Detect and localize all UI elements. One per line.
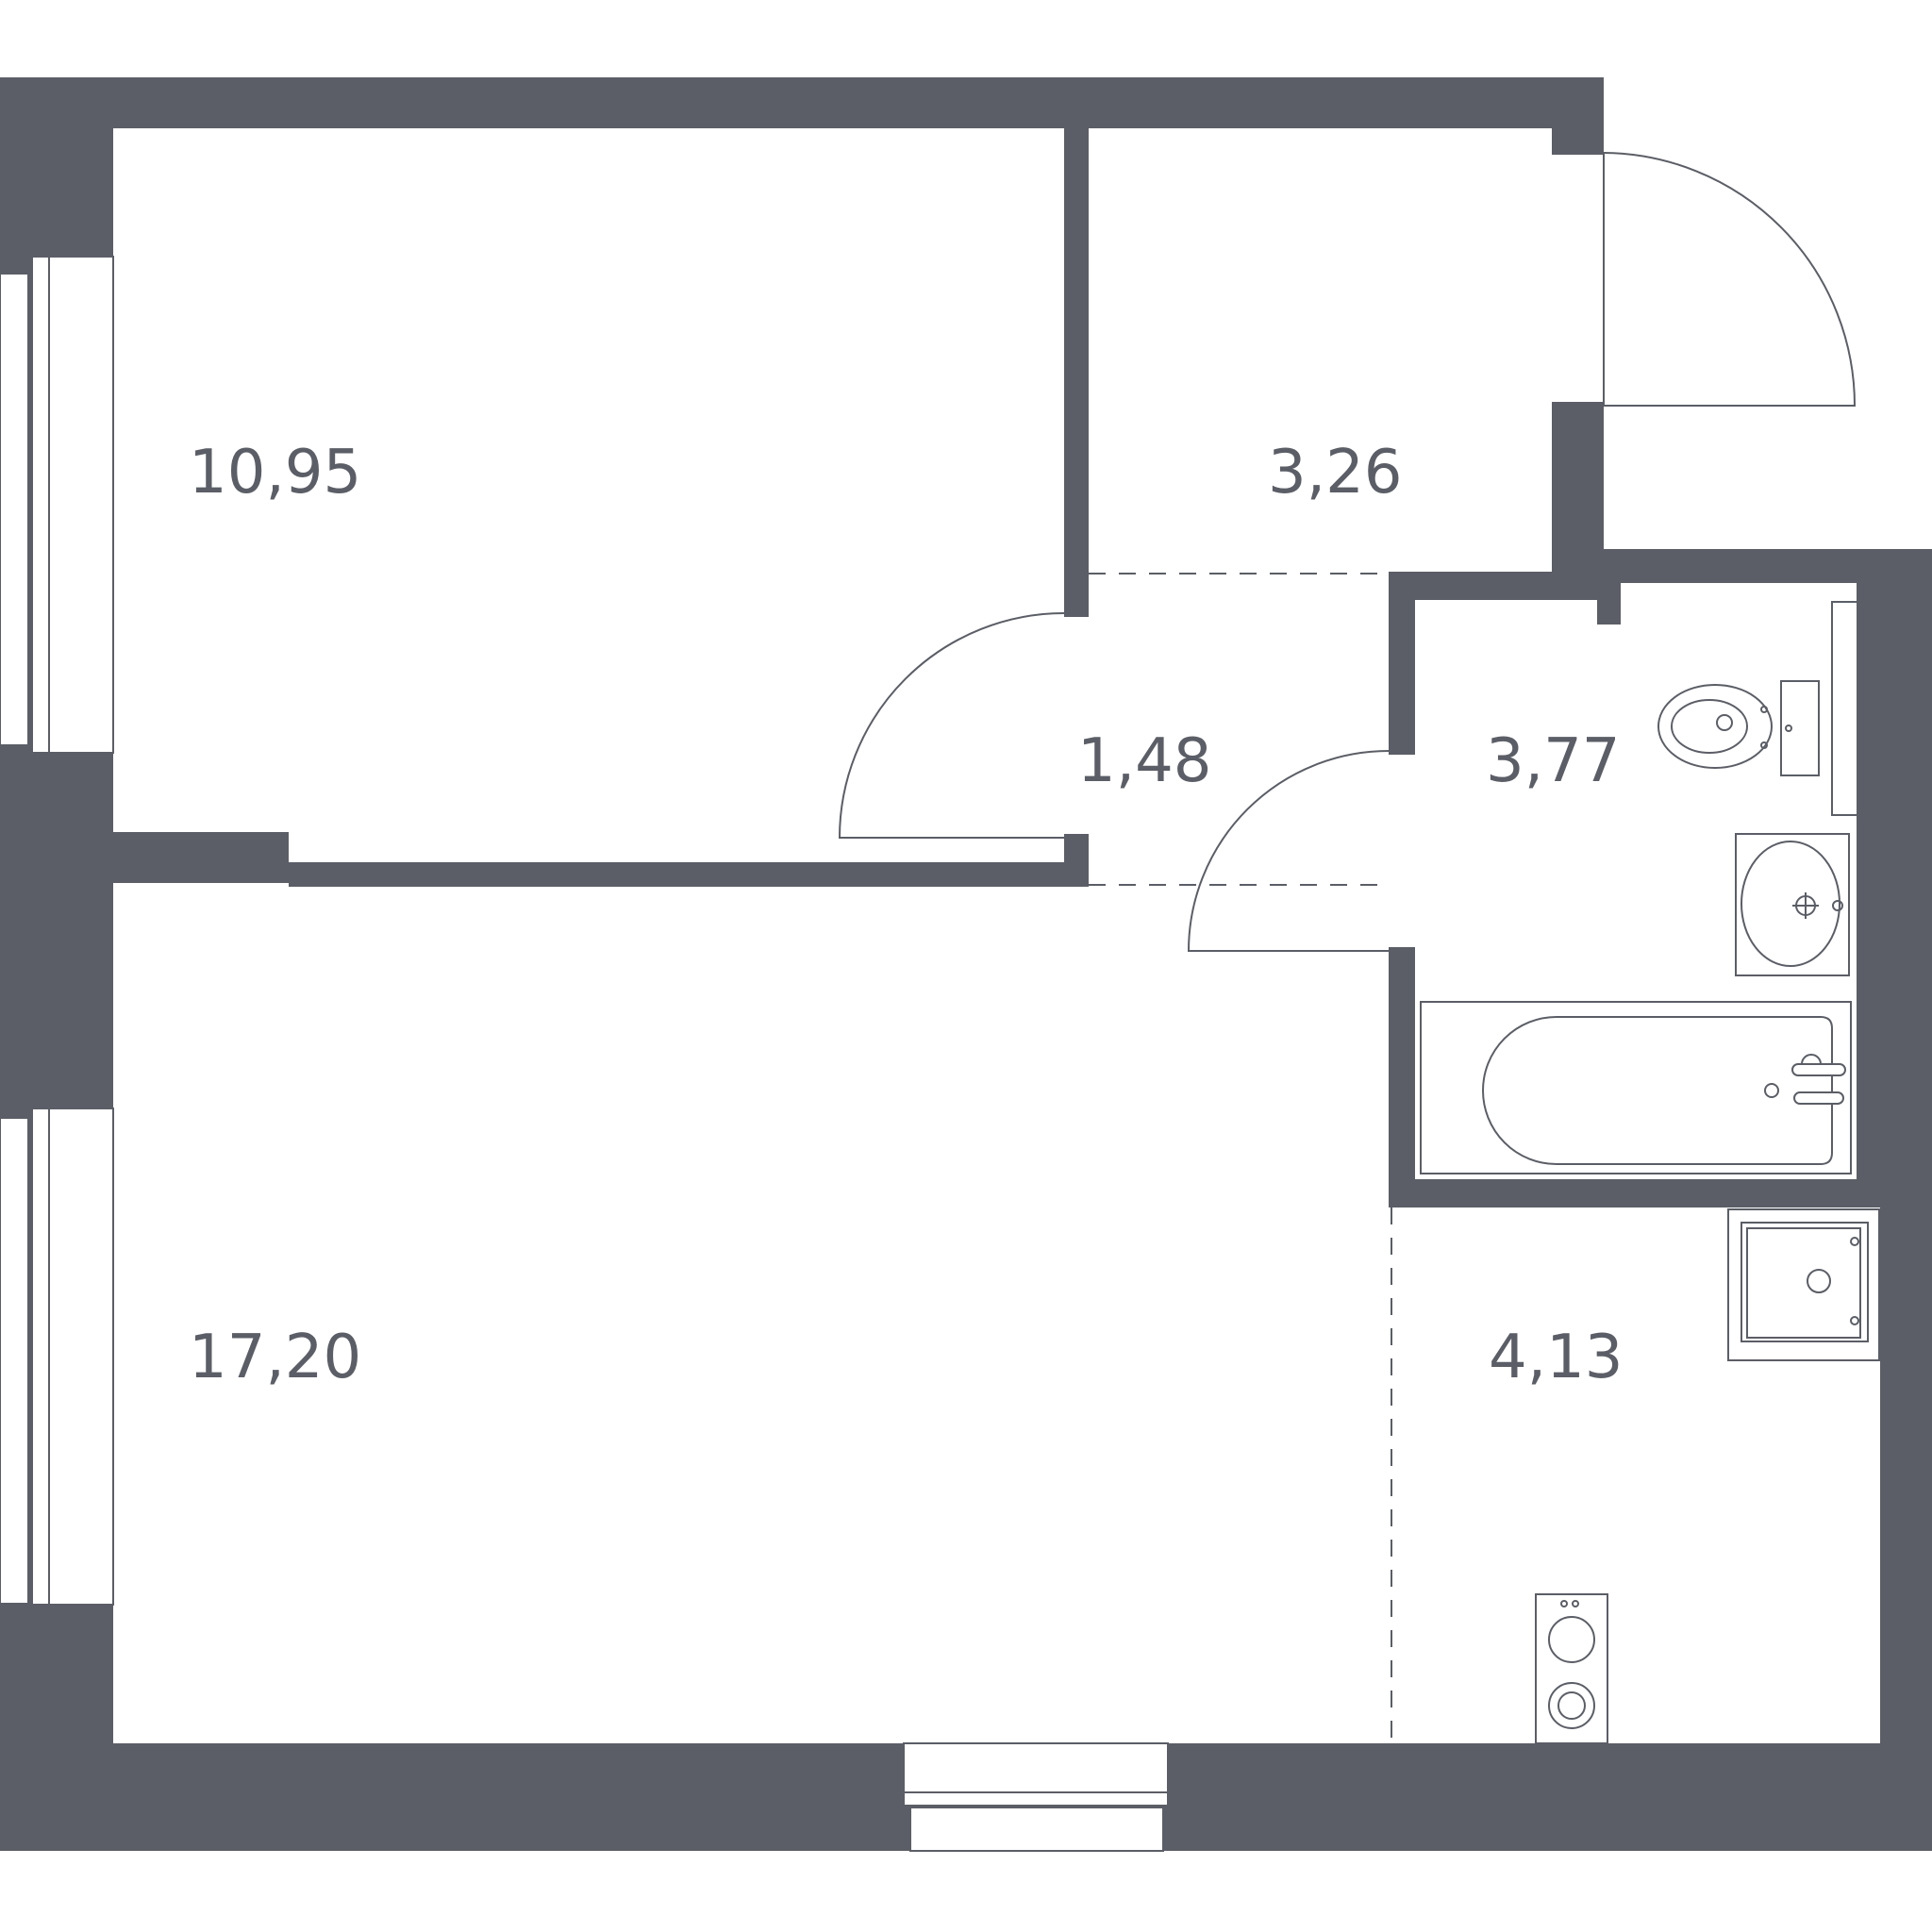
wall-top-right-stub	[1552, 77, 1604, 155]
room-labels: 10,95 3,26 1,48 3,77 17,20 4,13	[189, 438, 1624, 1392]
room-area-label: 3,26	[1268, 438, 1403, 508]
window-icon	[0, 1108, 114, 1606]
wall-bath-bottom	[1389, 1179, 1932, 1208]
door-swing-icon	[838, 612, 1065, 839]
stove-icon	[1535, 1593, 1608, 1744]
wall-room1-room2	[1064, 128, 1089, 617]
window-icon	[0, 256, 114, 754]
interior-walls	[113, 128, 1932, 1208]
washbasin-icon	[1735, 833, 1850, 976]
windows	[0, 256, 1880, 1852]
door-swing-icon	[1187, 750, 1390, 952]
wall-bath-top-inner	[1415, 572, 1597, 600]
room-area-label: 17,20	[189, 1323, 361, 1392]
wall-room1-room5	[289, 862, 1089, 887]
kitchen-sink-icon	[1727, 1208, 1880, 1361]
wall-door-jamb	[1064, 834, 1089, 887]
wall-bath-right-shaft	[1857, 583, 1880, 1208]
door-swing-icon	[1603, 152, 1857, 407]
exterior-walls	[0, 77, 1932, 1851]
wall-bath-left-top	[1389, 572, 1415, 755]
toilet-icon	[1657, 680, 1820, 776]
room-area-label: 4,13	[1489, 1323, 1624, 1392]
room-area-label: 3,77	[1486, 726, 1621, 796]
wall-bath-top	[1597, 549, 1621, 625]
room-area-label: 1,48	[1077, 726, 1212, 796]
wall-bath-left-bottom	[1389, 947, 1415, 1179]
window-icon	[903, 1742, 1169, 1852]
room-area-label: 10,95	[189, 438, 361, 508]
doors	[838, 152, 1857, 952]
wall-step	[1575, 549, 1932, 583]
bathtub-icon	[1420, 1001, 1852, 1174]
wall-room1-bottom	[113, 832, 289, 883]
zone-boundaries	[1089, 573, 1392, 1743]
wall-top	[0, 77, 1604, 128]
